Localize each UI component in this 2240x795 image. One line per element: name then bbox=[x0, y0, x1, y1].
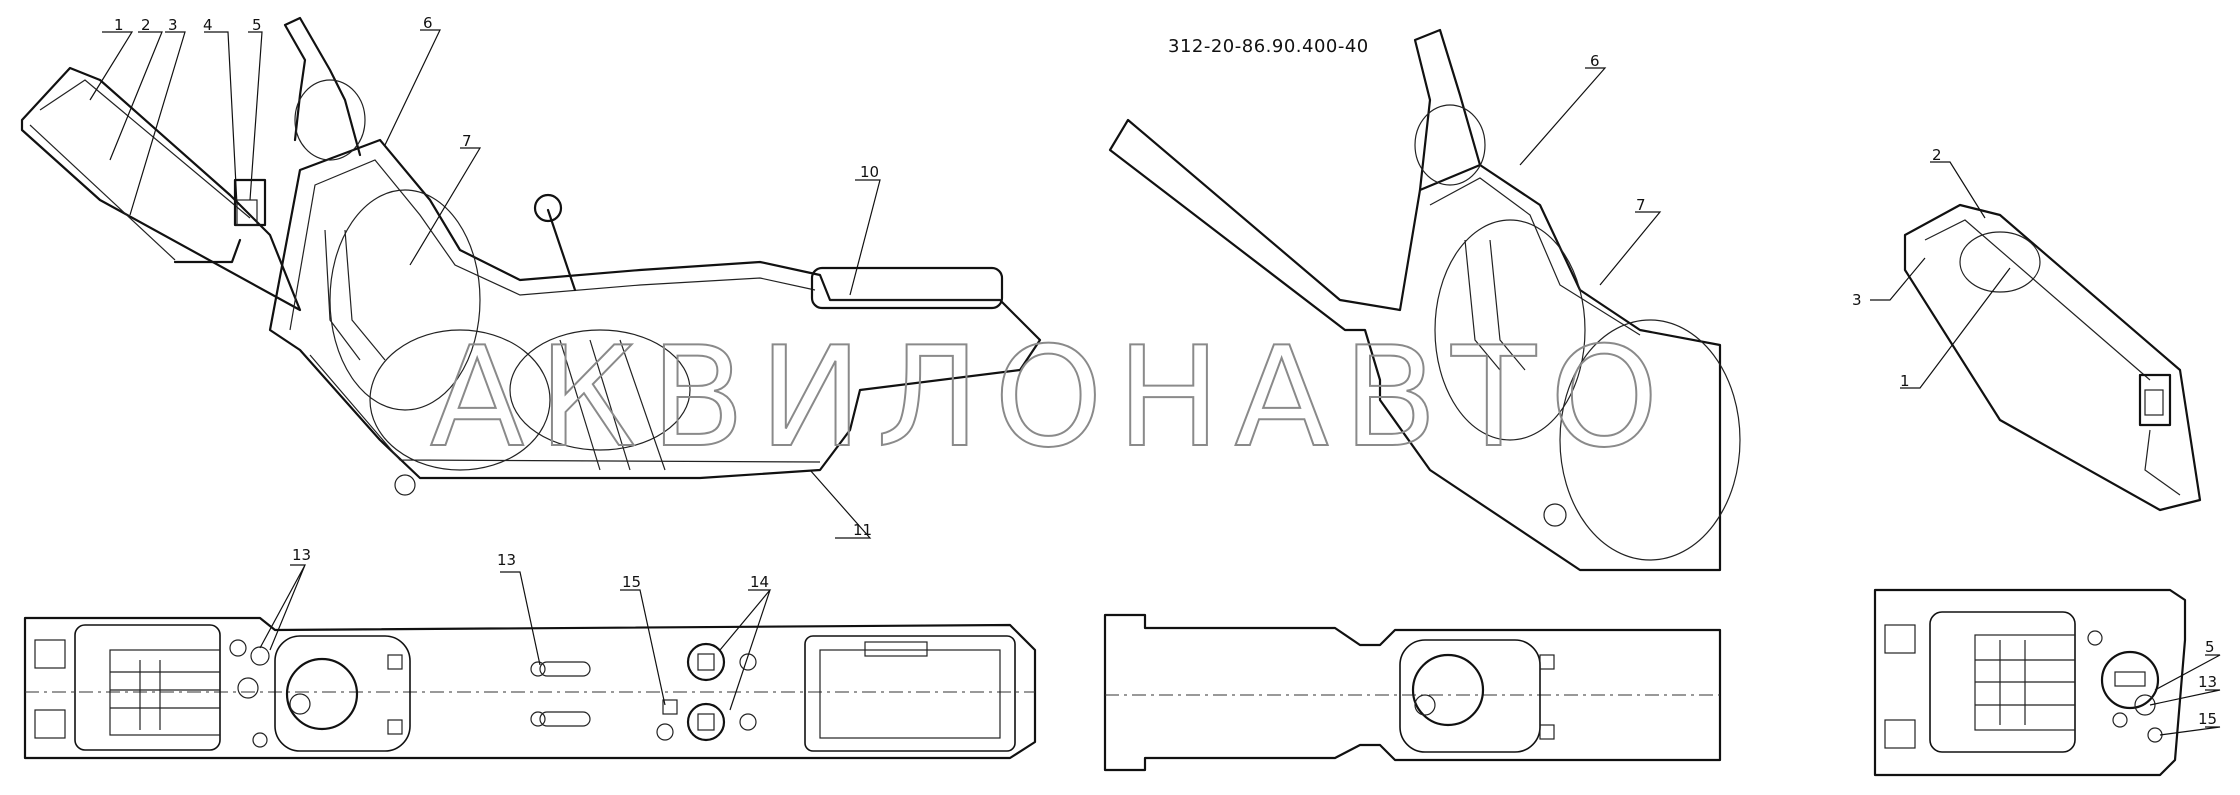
console-plan-view-left bbox=[23, 616, 1037, 760]
callout-mid-7: 7 bbox=[1636, 196, 1646, 214]
console-side-view-left bbox=[20, 16, 1042, 496]
callout-6: 6 bbox=[423, 14, 433, 32]
callout-leaders-right bbox=[1870, 161, 2221, 736]
callout-right-13: 13 bbox=[2198, 673, 2217, 691]
callout-right-15: 15 bbox=[2198, 710, 2217, 728]
callout-3: 3 bbox=[168, 16, 178, 34]
callout-right-5: 5 bbox=[2205, 638, 2215, 656]
console-plan-view-middle bbox=[1103, 613, 1722, 772]
armrest-plan-view-right bbox=[1873, 588, 2187, 777]
callout-13: 13 bbox=[292, 546, 311, 564]
callout-mid-6: 6 bbox=[1590, 52, 1600, 70]
callout-4: 4 bbox=[203, 16, 213, 34]
callout-12: 13 bbox=[497, 551, 516, 569]
callout-1: 1 bbox=[114, 16, 124, 34]
callout-2: 2 bbox=[141, 16, 151, 34]
console-side-view-middle bbox=[1108, 28, 1741, 572]
callout-leaders-middle bbox=[1519, 67, 1662, 286]
callout-right-2: 2 bbox=[1932, 146, 1942, 164]
callout-10: 10 bbox=[860, 163, 879, 181]
callout-leaders-left bbox=[89, 29, 881, 711]
callout-14: 14 bbox=[750, 573, 769, 591]
callout-5: 5 bbox=[252, 16, 262, 34]
callout-right-3: 3 bbox=[1852, 291, 1862, 309]
callout-right-1: 1 bbox=[1900, 372, 1910, 390]
drawing-code: 312-20-86.90.400-40 bbox=[1168, 36, 1369, 57]
armrest-side-view-right bbox=[1903, 203, 2202, 512]
callout-7: 7 bbox=[462, 132, 472, 150]
watermark: АКВИЛОНАВТО bbox=[430, 317, 1672, 478]
callout-11: 11 bbox=[853, 521, 872, 539]
callout-15: 15 bbox=[622, 573, 641, 591]
